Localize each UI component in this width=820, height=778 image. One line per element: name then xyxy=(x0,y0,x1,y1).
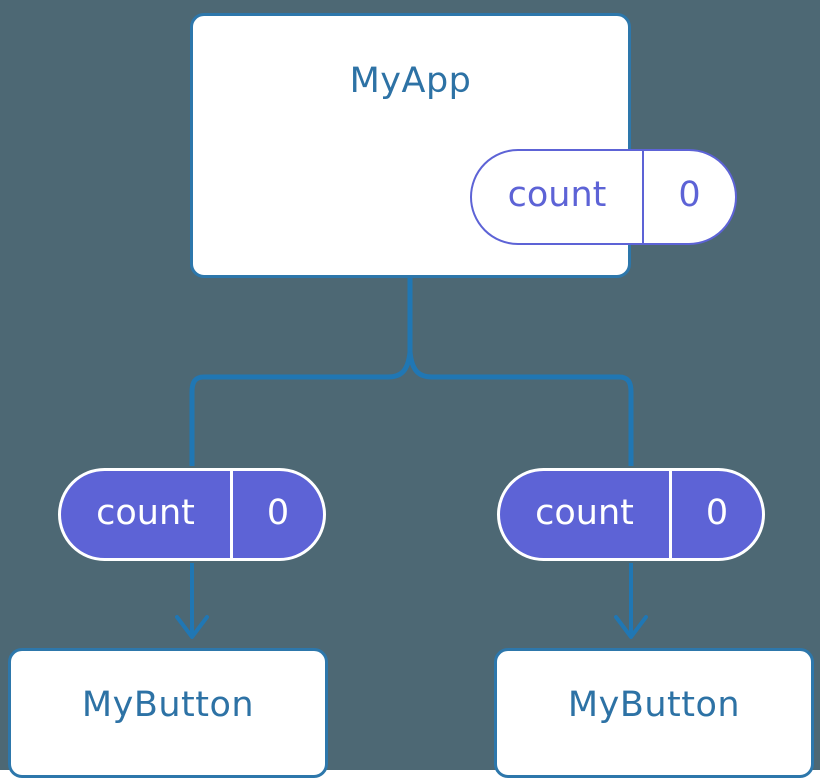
state-key-label: count xyxy=(61,471,233,558)
state-capsule-left-branch[interactable]: count 0 xyxy=(58,468,326,561)
right-arrowhead-icon xyxy=(614,615,648,639)
edge-split-right xyxy=(407,351,634,466)
component-card-left-my-button[interactable]: MyButton xyxy=(8,648,328,778)
component-title: MyButton xyxy=(567,684,741,725)
state-value-label: 0 xyxy=(705,492,729,533)
component-title: MyButton xyxy=(81,684,255,725)
state-capsule-right-branch[interactable]: count 0 xyxy=(497,468,765,561)
component-card-right-my-button[interactable]: MyButton xyxy=(494,648,814,778)
state-key-label: count xyxy=(500,471,672,558)
edge-split-left xyxy=(189,351,413,466)
left-arrowhead-icon xyxy=(175,615,209,639)
state-capsule-root[interactable]: count 0 xyxy=(470,149,737,245)
state-value-label: 0 xyxy=(266,492,290,533)
component-title: MyApp xyxy=(349,61,472,101)
component-card-my-app[interactable]: MyApp count 0 xyxy=(190,13,737,278)
state-value-label: 0 xyxy=(678,175,701,215)
state-key-label: count xyxy=(472,151,644,243)
